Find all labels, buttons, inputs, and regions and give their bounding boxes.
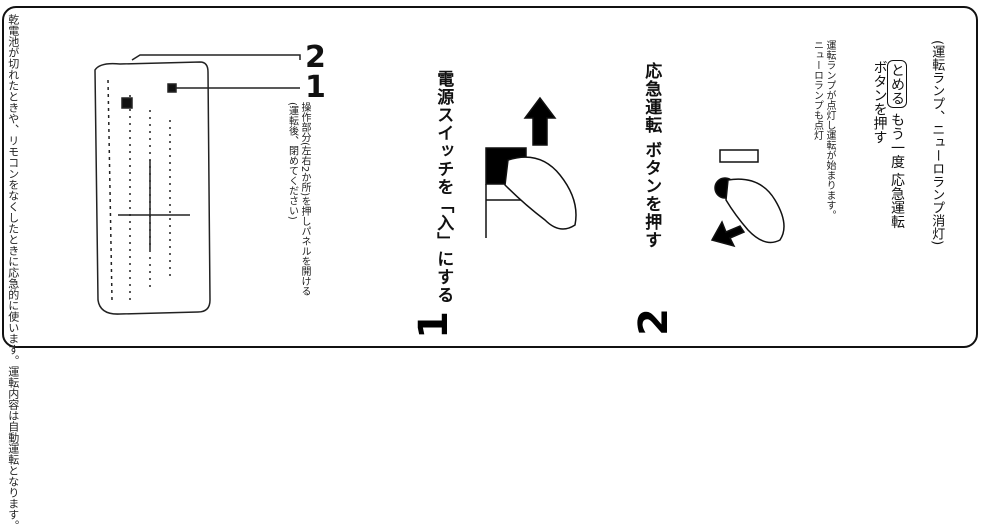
step2-title: 応急運転 ボタンを押す — [641, 62, 662, 249]
instruction-frame — [2, 6, 978, 348]
lamp-note-line2: ニューロランプも点灯 — [811, 40, 823, 140]
panel-open-note: 操作部分(左右2か所)を押しパネルを開ける (運転後、閉めてください) — [285, 102, 311, 332]
panel-note-line1: 操作部分(左右2か所)を押しパネルを開ける — [299, 102, 310, 297]
stop-line2: ボタンを押す — [871, 60, 888, 144]
stop-instruction: とめる もう一度 応急運転 ボタンを押す — [870, 60, 907, 340]
intro-text: 乾電池が切れたときや、リモコンをなくしたときに応急的に使います。運転内容は自動運… — [6, 14, 20, 531]
stop-lamp-note: (運転ランプ、ニューロランプ消灯) — [929, 40, 945, 246]
step1-title: 電源スイッチを「入」にする — [433, 70, 454, 304]
step1-number: 1 — [410, 311, 457, 339]
stop-tag: とめる — [887, 60, 907, 108]
lamp-note-line1: 運転ランプが点灯し運転が始まります。 — [824, 40, 835, 220]
stop-line1: もう一度 応急運転 — [889, 112, 905, 229]
button-hand-drawing — [710, 149, 785, 248]
step2-number: 2 — [630, 308, 677, 336]
switch-hand-drawing — [485, 96, 577, 238]
callout-2: 2 — [305, 40, 326, 75]
air-conditioner-drawing — [94, 54, 301, 315]
callout-1: 1 — [305, 70, 326, 105]
illustrations — [94, 54, 785, 315]
panel-note-line2: (運転後、閉めてください) — [286, 102, 298, 220]
lamp-note: 運転ランプが点灯し運転が始まります。 ニューロランプも点灯 — [810, 40, 836, 290]
